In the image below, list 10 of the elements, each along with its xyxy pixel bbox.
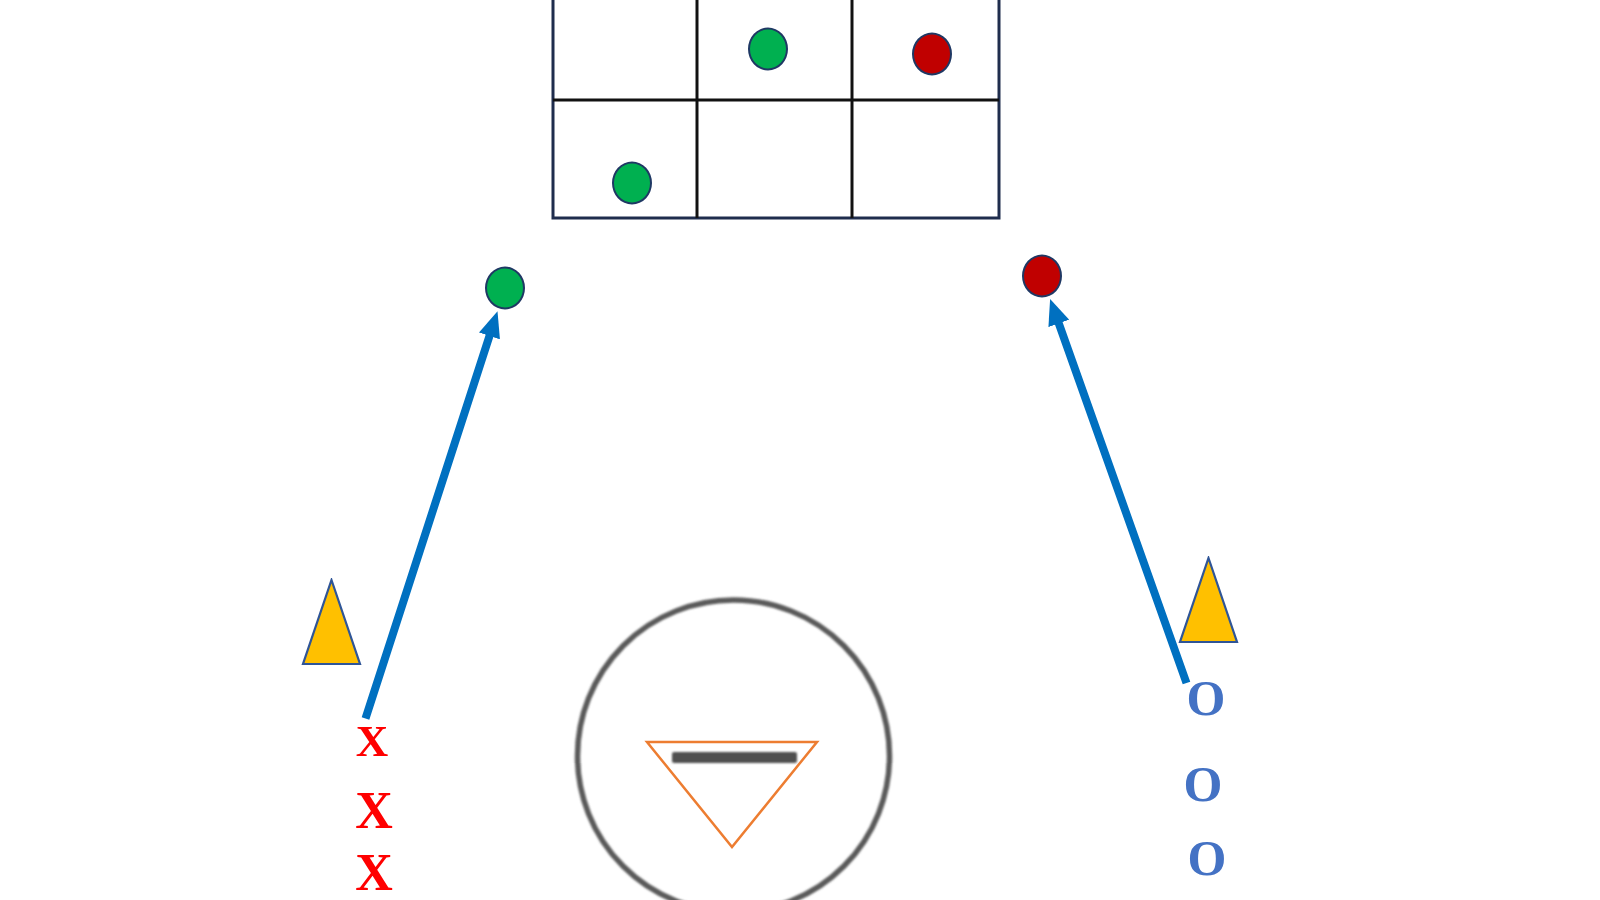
- player-symbol: O: [1183, 759, 1223, 809]
- player-symbol: X: [355, 785, 393, 837]
- player-symbol: X: [355, 718, 389, 764]
- player-symbol: O: [1187, 833, 1227, 883]
- player-symbol: O: [1186, 673, 1226, 723]
- ball-icon: [485, 266, 525, 310]
- arrow: [1046, 297, 1191, 685]
- arrow: [361, 309, 502, 720]
- player-symbol: X: [355, 847, 393, 899]
- ball-icon: [1022, 254, 1062, 298]
